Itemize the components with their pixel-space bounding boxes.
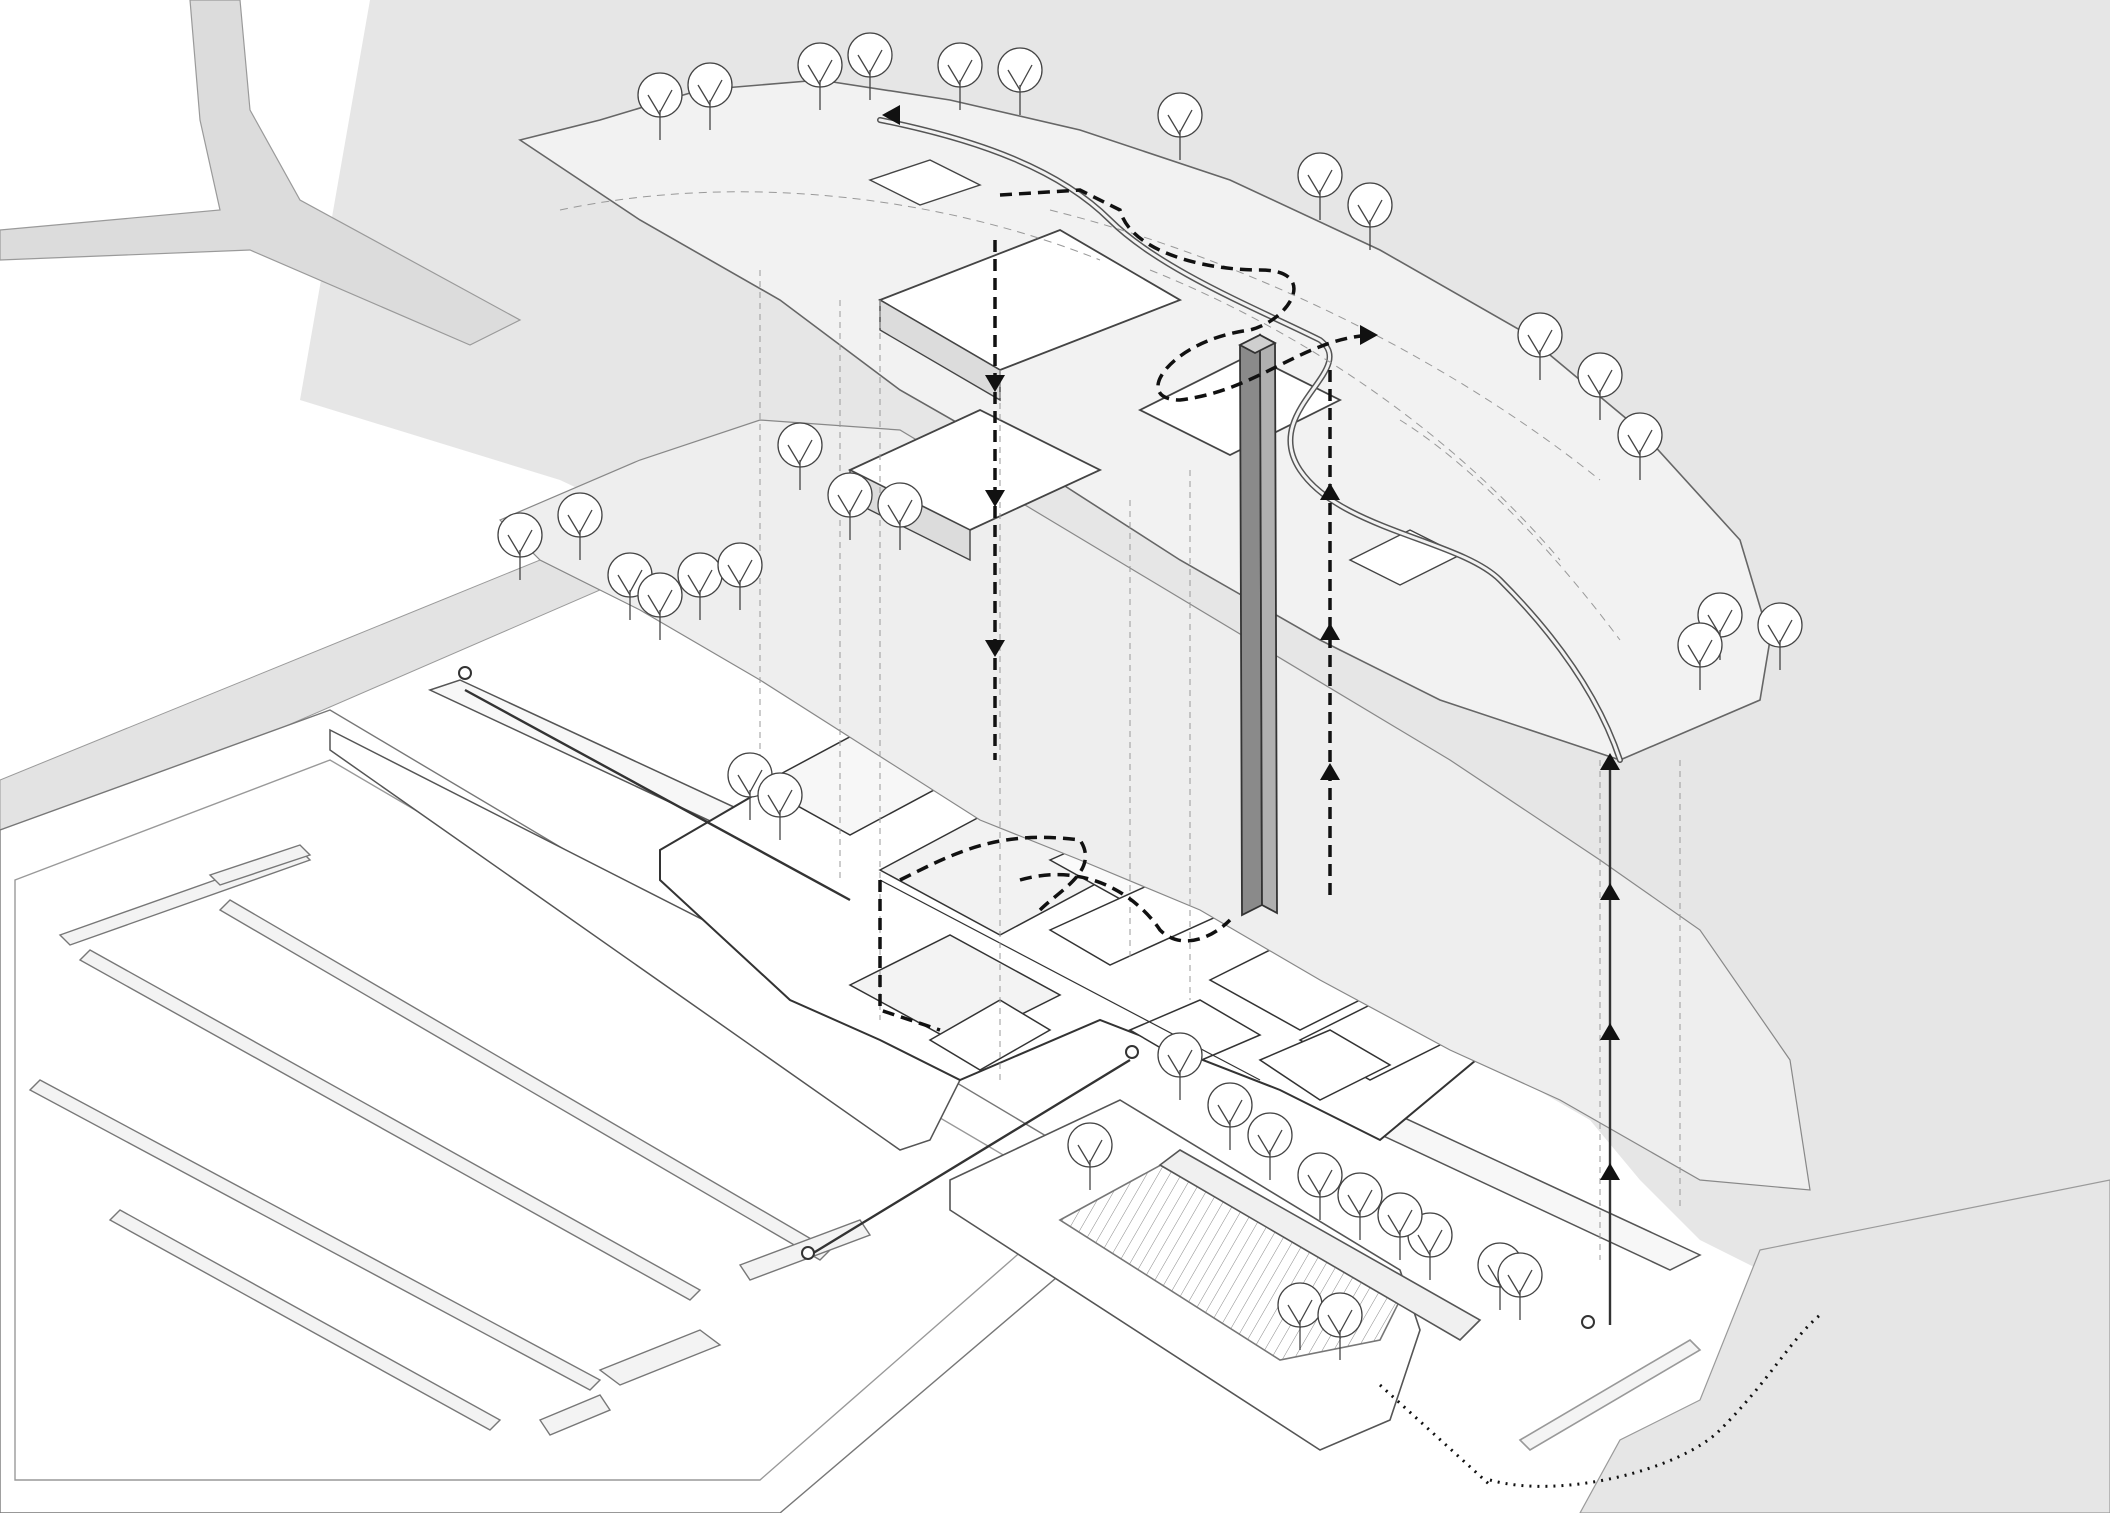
tree-icon — [757, 772, 803, 840]
top-left-road — [0, 0, 522, 346]
arrow-up-icon — [1600, 883, 1620, 900]
arrow-up-icon — [1600, 753, 1620, 770]
arrow-up-icon — [1320, 623, 1340, 640]
tree-icon — [1577, 352, 1623, 420]
tree-icon — [997, 47, 1043, 115]
tree-icon — [1297, 152, 1343, 220]
tree-icon — [497, 512, 543, 580]
south-plaza — [949, 1099, 1702, 1452]
tree-icon — [1247, 1112, 1293, 1180]
tree-icon — [1317, 1292, 1363, 1360]
circulation-arrows — [882, 105, 1620, 1180]
arrow-up-icon — [1320, 763, 1340, 780]
node-marker — [1581, 1315, 1595, 1329]
tree-icon — [1377, 1192, 1423, 1260]
tree-icon — [1157, 92, 1203, 160]
tree-icon — [1497, 1252, 1543, 1320]
node-marker — [801, 1246, 815, 1260]
arrow-up-icon — [1600, 1163, 1620, 1180]
tree-icon — [827, 472, 873, 540]
arrow-left-icon — [882, 105, 900, 125]
tree-icon — [1757, 602, 1803, 670]
tree-icon — [1157, 1032, 1203, 1100]
tree-icon — [557, 492, 603, 560]
tower-front-face — [1239, 333, 1263, 917]
tree-icon — [1337, 1172, 1383, 1240]
node-marker — [458, 666, 472, 680]
tower-top — [1238, 333, 1277, 355]
circulation-dashed-loop — [878, 188, 1371, 1032]
tree-icon — [847, 32, 893, 100]
tree-icon — [1297, 1152, 1343, 1220]
tree-icon — [687, 62, 733, 130]
tree-icon — [637, 72, 683, 140]
circulation-solid-main — [464, 688, 1612, 1325]
skylight-box-a — [868, 159, 982, 206]
circulation-nodes — [458, 666, 1595, 1329]
tree-icon — [1347, 182, 1393, 250]
parking-lot — [0, 709, 1131, 1513]
arrow-down-icon — [985, 490, 1005, 507]
circulation-dotted — [1378, 1313, 1821, 1488]
tree-icon — [1677, 622, 1723, 690]
observation-tower — [1238, 333, 1278, 917]
tree-icon — [797, 42, 843, 110]
arrow-up-icon — [1320, 483, 1340, 500]
roof-landscape — [498, 79, 1811, 1191]
tree-icon — [777, 422, 823, 490]
tree-icon — [637, 572, 683, 640]
arrow-up-icon — [1600, 1023, 1620, 1040]
tower-side-face — [1259, 333, 1278, 915]
tree-icon — [1207, 1082, 1253, 1150]
tree-icon — [1517, 312, 1563, 380]
tree-icon — [1067, 1122, 1113, 1190]
tree-icon — [877, 482, 923, 550]
tree-icon — [717, 542, 763, 610]
node-marker — [1125, 1045, 1139, 1059]
arrow-down-icon — [985, 640, 1005, 657]
bottom-right-road — [1579, 1179, 2110, 1513]
tree-icon — [1617, 412, 1663, 480]
arrow-down-icon — [985, 375, 1005, 392]
tree-icon — [937, 42, 983, 110]
trees — [497, 32, 1803, 1360]
arrow-right-icon — [1360, 325, 1378, 345]
